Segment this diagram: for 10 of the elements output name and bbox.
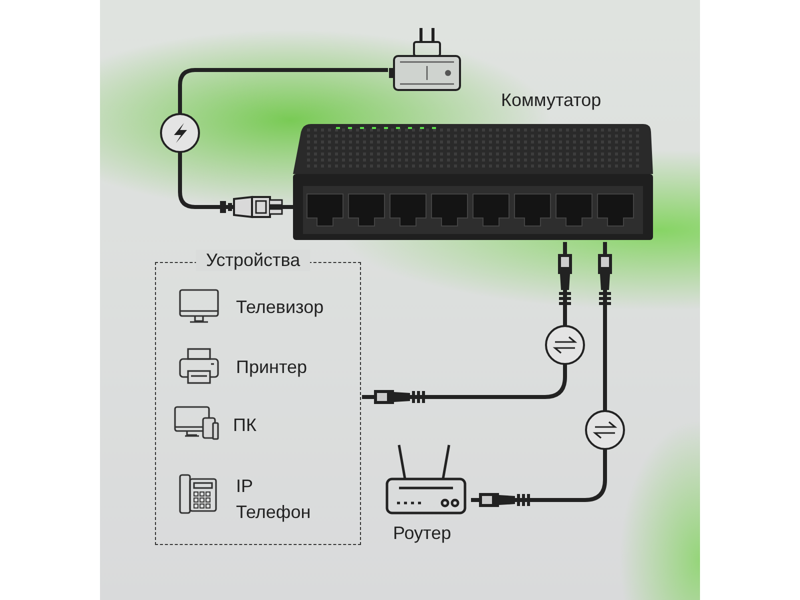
device-label: Роутер bbox=[393, 523, 452, 544]
device-name: ПК bbox=[233, 414, 258, 437]
device-name: Телевизор bbox=[236, 296, 325, 319]
ethernet-cable bbox=[471, 242, 607, 502]
device-label: Коммутатор bbox=[501, 90, 602, 111]
device-name: Принтер bbox=[236, 356, 308, 379]
ethernet-cable bbox=[362, 242, 567, 399]
device-name: IP Телефон bbox=[236, 475, 312, 524]
power-adapter-drawing bbox=[388, 26, 463, 92]
group-title: Устройства bbox=[196, 250, 310, 271]
